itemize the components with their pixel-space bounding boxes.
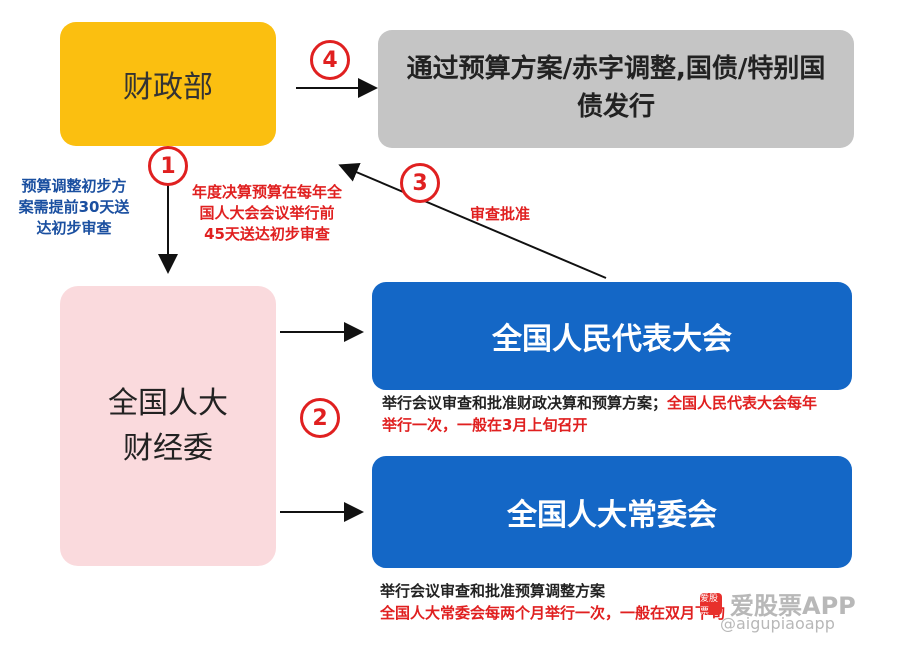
npcsc-box: 全国人大常委会 xyxy=(372,456,852,568)
npc-desc-red: 全国人民代表大会每年举行一次，一般在3月上旬召开 xyxy=(382,394,818,434)
annual-budget-note: 年度决算预算在每年全国人大会会议举行前45天送达初步审查 xyxy=(192,183,343,243)
result-box: 通过预算方案/赤字调整,国债/特别国债发行 xyxy=(378,30,854,148)
step-1-marker: 1 xyxy=(148,146,188,186)
committee-label: 全国人大财经委 xyxy=(108,386,228,466)
mof-box: 财政部 xyxy=(60,22,276,146)
step-3-marker: 3 xyxy=(400,163,440,203)
committee-box: 全国人大财经委 xyxy=(60,286,276,566)
npc-description: 举行会议审查和批准财政决算和预算方案；全国人民代表大会每年举行一次，一般在3月上… xyxy=(382,392,822,436)
npcsc-desc-red: 全国人大常委会每两个月举行一次，一般在双月下旬 xyxy=(380,604,726,622)
watermark-text: 爱股票APP xyxy=(730,592,856,620)
npc-desc-black: 举行会议审查和批准财政决算和预算方案； xyxy=(382,394,668,412)
npc-box: 全国人民代表大会 xyxy=(372,282,852,390)
arrow-npc-to-mof xyxy=(338,163,607,279)
watermark: 爱股票 爱股票APP xyxy=(700,586,856,621)
prelim-adjust-note: 预算调整初步方案需提前30天送达初步审查 xyxy=(18,177,130,237)
approve-note: 审查批准 xyxy=(470,205,531,223)
watermark-logo-icon: 爱股票 xyxy=(700,592,722,617)
step-2-marker: 2 xyxy=(300,398,340,438)
step-4-marker: 4 xyxy=(310,40,350,80)
npcsc-desc-black: 举行会议审查和批准预算调整方案 xyxy=(380,582,606,600)
npcsc-description: 举行会议审查和批准预算调整方案 全国人大常委会每两个月举行一次，一般在双月下旬 xyxy=(380,580,760,624)
watermark-handle: @aigupiaoapp xyxy=(720,614,835,633)
